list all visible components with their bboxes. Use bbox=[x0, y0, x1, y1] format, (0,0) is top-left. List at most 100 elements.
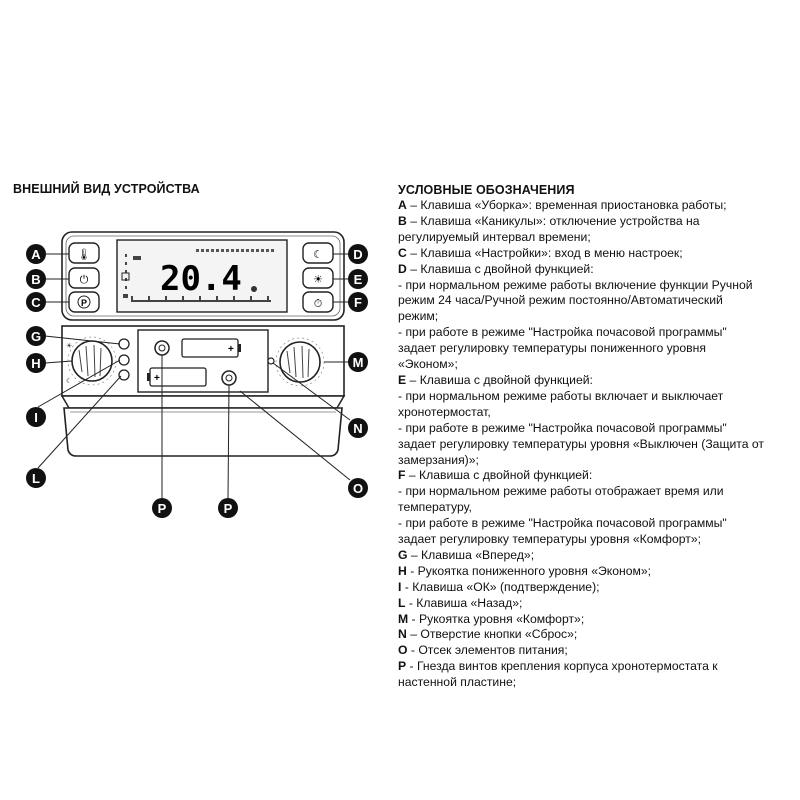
legend-line: G – Клавиша «Вперед»; bbox=[398, 548, 790, 564]
callout-e: E bbox=[348, 269, 368, 289]
legend-key: E bbox=[398, 372, 407, 387]
legend-text: - при нормальном режиме работы отображае… bbox=[398, 484, 724, 499]
legend-text: – Клавиша «Каникулы»: отключение устройс… bbox=[406, 213, 700, 228]
legend-line: режим; bbox=[398, 309, 790, 325]
legend-text: температуру, bbox=[398, 500, 472, 515]
legend-text: – Клавиша с двойной функцией: bbox=[405, 468, 593, 483]
legend-line: хронотермостат, bbox=[398, 405, 790, 421]
legend-line: B – Клавиша «Каникулы»: отключение устро… bbox=[398, 214, 790, 230]
legend-line: - при работе в режиме "Настройка почасов… bbox=[398, 325, 790, 341]
legend-line: - при нормальном режиме работы включение… bbox=[398, 278, 790, 294]
legend-line: задает регулировку температуры уровня «К… bbox=[398, 532, 790, 548]
legend-text: - при нормальном режиме работы включает … bbox=[398, 388, 724, 403]
legend-line: M - Рукоятка уровня «Комфорт»; bbox=[398, 612, 790, 628]
legend-line: N – Отверстие кнопки «Сброс»; bbox=[398, 627, 790, 643]
legend-key: B bbox=[398, 213, 407, 228]
svg-text:P: P bbox=[158, 501, 167, 516]
legend-text: регулируемый интервал времени; bbox=[398, 229, 591, 244]
legend-heading: УСЛОВНЫЕ ОБОЗНАЧЕНИЯ bbox=[398, 183, 575, 197]
legend-text: задает регулировку температуры уровня «В… bbox=[398, 436, 764, 451]
legend-line: замерзания)»; bbox=[398, 453, 790, 469]
ok-button[interactable] bbox=[118, 354, 130, 366]
callout-f: F bbox=[348, 292, 368, 312]
legend-text: - Клавиша «Назад»; bbox=[405, 595, 523, 610]
legend-text: задает регулировку температуры уровня «К… bbox=[398, 532, 701, 547]
eco-knob[interactable] bbox=[67, 336, 117, 386]
legend-key: F bbox=[398, 468, 406, 483]
svg-text:☾: ☾ bbox=[66, 377, 72, 385]
legend-text: - Гнезда винтов крепления корпуса хронот… bbox=[406, 659, 718, 674]
button-b[interactable]: ⏻ bbox=[68, 267, 100, 289]
legend-line: - при работе в режиме "Настройка почасов… bbox=[398, 421, 790, 437]
power-icon: ☀ bbox=[313, 273, 323, 286]
legend-text: – Клавиша «Уборка»: временная приостанов… bbox=[406, 198, 727, 212]
callout-g: G bbox=[26, 326, 46, 346]
front-lid[interactable] bbox=[63, 407, 343, 457]
button-d[interactable]: ☾ bbox=[302, 242, 334, 264]
flame-icon bbox=[251, 286, 257, 292]
legend-text: – Клавиша «Вперед»; bbox=[407, 547, 535, 562]
svg-text:O: O bbox=[353, 481, 363, 496]
legend-text: - при работе в режиме "Настройка почасов… bbox=[398, 420, 727, 435]
button-f[interactable]: ⏱ bbox=[302, 291, 334, 313]
legend-text: - при нормальном режиме работы включение… bbox=[398, 277, 753, 292]
button-e[interactable]: ☀ bbox=[302, 267, 334, 289]
svg-text:A: A bbox=[31, 247, 41, 262]
callout-p-left: P bbox=[152, 498, 172, 518]
clock-icon: ⏱ bbox=[314, 297, 323, 310]
program-icon: P bbox=[81, 298, 87, 308]
svg-text:E: E bbox=[354, 272, 363, 287]
button-c[interactable]: P bbox=[68, 291, 100, 313]
legend-line: E – Клавиша с двойной функцией: bbox=[398, 373, 790, 389]
legend-text: хронотермостат, bbox=[398, 404, 491, 419]
callout-l: L bbox=[26, 468, 46, 488]
callout-d: D bbox=[348, 244, 368, 264]
svg-text:B: B bbox=[31, 272, 40, 287]
legend-key: P bbox=[398, 659, 407, 674]
legend-line: - при нормальном режиме работы отображае… bbox=[398, 484, 790, 500]
legend-line: задает регулировку температуры уровня «В… bbox=[398, 437, 790, 453]
degree-sign: ° bbox=[232, 265, 236, 274]
legend-key: O bbox=[398, 643, 408, 658]
legend-line: - при нормальном режиме работы включает … bbox=[398, 389, 790, 405]
callout-o: O bbox=[348, 478, 368, 498]
svg-text:I: I bbox=[34, 410, 38, 425]
legend-line: задает регулировку температуры пониженно… bbox=[398, 341, 790, 357]
temperature-readout: 20.4 bbox=[160, 259, 242, 299]
back-button[interactable] bbox=[118, 369, 130, 381]
legend-text: - Отсек элементов питания; bbox=[407, 643, 568, 658]
legend-line: режим 24 часа/Ручной режим постоянно/Авт… bbox=[398, 293, 790, 309]
legend-key: A bbox=[398, 198, 407, 212]
legend-line: - при работе в режиме "Настройка почасов… bbox=[398, 516, 790, 532]
legend-line: H - Рукоятка пониженного уровня «Эконом»… bbox=[398, 564, 790, 580]
thermostat-diagram: 🌡 ⏻ P ☾ ☀ ⏱ bbox=[26, 231, 368, 518]
legend-text: – Отверстие кнопки «Сброс»; bbox=[406, 627, 578, 642]
legend-key: C bbox=[398, 245, 407, 260]
legend-text: - Рукоятка уровня «Комфорт»; bbox=[408, 611, 585, 626]
legend-key: D bbox=[398, 261, 407, 276]
legend-line: температуру, bbox=[398, 500, 790, 516]
callout-c: C bbox=[26, 292, 46, 312]
legend-text: режим; bbox=[398, 309, 439, 324]
svg-text:M: M bbox=[353, 355, 364, 370]
legend-list: A – Клавиша «Уборка»: временная приостан… bbox=[398, 198, 790, 691]
screw-hole-right bbox=[221, 370, 237, 386]
svg-text:N: N bbox=[353, 421, 362, 436]
legend-text: - Клавиша «ОК» (подтверждение); bbox=[401, 579, 600, 594]
svg-text:F: F bbox=[354, 295, 362, 310]
callout-m: M bbox=[348, 352, 368, 372]
legend-key: I bbox=[398, 579, 402, 594]
lid-hinge bbox=[60, 395, 346, 409]
forward-button[interactable] bbox=[118, 338, 130, 350]
svg-text:D: D bbox=[353, 247, 362, 262]
reset-hole[interactable] bbox=[267, 357, 275, 365]
legend-text: - при работе в режиме "Настройка почасов… bbox=[398, 516, 727, 531]
legend-text: – Клавиша «Настройки»: вход в меню настр… bbox=[406, 245, 683, 260]
moon-hand-icon: ☾ bbox=[313, 248, 323, 261]
legend-line: C – Клавиша «Настройки»: вход в меню нас… bbox=[398, 246, 790, 262]
callout-h: H bbox=[26, 353, 46, 373]
legend-key: L bbox=[398, 595, 406, 610]
callout-p-right: P bbox=[218, 498, 238, 518]
thermometer-icon: 🌡 bbox=[77, 248, 91, 261]
button-a[interactable]: 🌡 bbox=[68, 242, 100, 264]
